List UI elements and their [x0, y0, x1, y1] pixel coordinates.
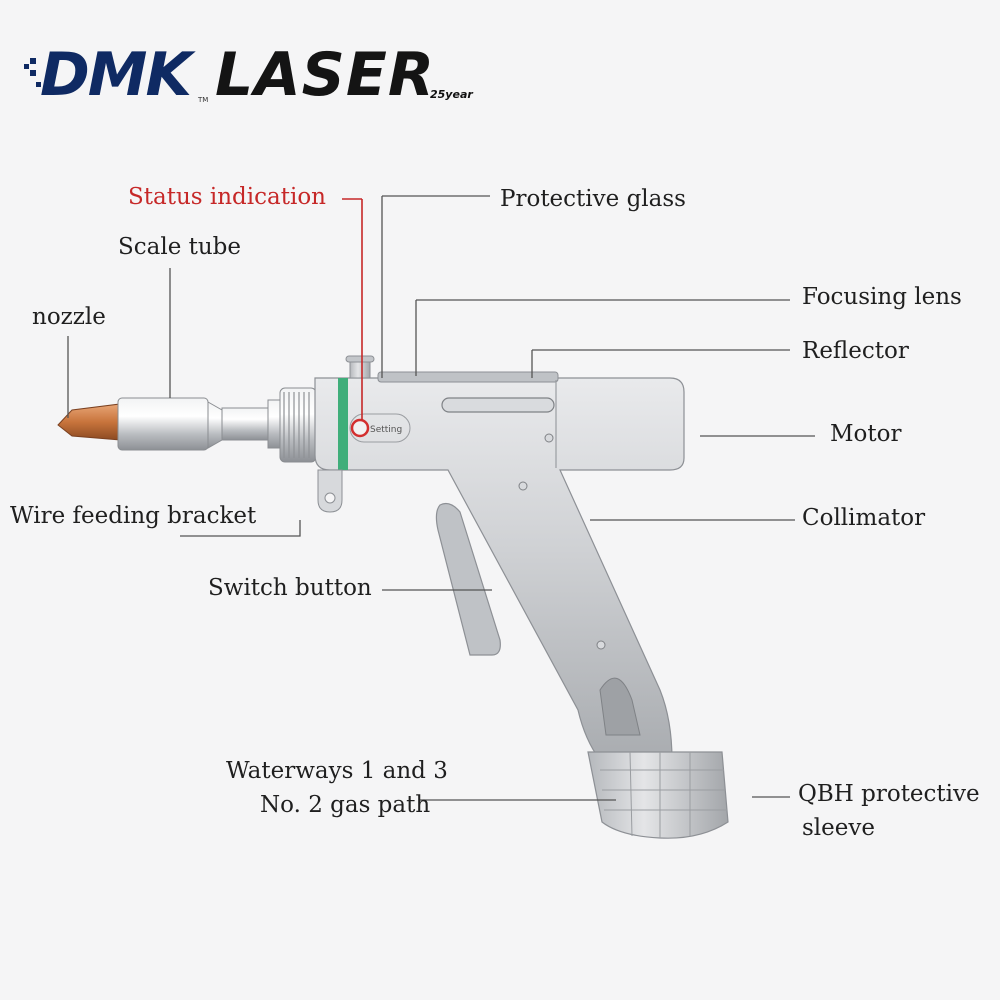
logo-product-text: LASER: [215, 40, 436, 110]
leader-status-indication: [342, 198, 363, 420]
label-status-indication: Status indication: [128, 184, 326, 210]
status-panel-text: Setting: [370, 425, 402, 435]
grip-window: [599, 677, 641, 736]
label-wire-feeding-bracket: Wire feeding bracket: [10, 503, 257, 529]
label-protective-glass: Protective glass: [500, 186, 686, 212]
top-knob: [349, 359, 371, 379]
screw: [518, 481, 528, 491]
status-ring: [338, 378, 348, 470]
label-focusing-lens: Focusing lens: [802, 284, 962, 310]
logo-trademark: TM: [198, 96, 209, 104]
label-qbh-line1: QBH protective: [798, 781, 980, 807]
top-ridge: [377, 371, 559, 383]
logo-pixel-mark: [36, 82, 41, 87]
logo-pixel-mark: [30, 70, 36, 76]
label-qbh-line2: sleeve: [802, 815, 875, 841]
switch-button: [435, 502, 501, 656]
screw: [596, 640, 606, 650]
top-knob-cap: [345, 355, 375, 363]
qbh-protective-sleeve: [587, 751, 729, 839]
label-nozzle: nozzle: [32, 304, 106, 330]
label-reflector: Reflector: [802, 338, 909, 364]
scale-tube-taper: [207, 401, 223, 449]
label-collimator: Collimator: [802, 505, 926, 531]
logo-brand-text: DMK: [40, 40, 192, 110]
leader-lines: [67, 195, 815, 801]
nozzle-shaft: [221, 407, 271, 441]
vent-slot: [441, 397, 555, 413]
label-waterways: Waterways 1 and 3: [226, 758, 448, 784]
knurl-lines: [283, 392, 310, 458]
nozzle-tip: [57, 403, 121, 441]
bracket-hole: [324, 492, 336, 504]
label-scale-tube: Scale tube: [118, 234, 242, 260]
label-motor: Motor: [830, 421, 902, 447]
scale-tube: [117, 397, 209, 451]
wire-feeding-bracket: [317, 469, 343, 513]
status-led: [350, 418, 370, 438]
label-gas-path: No. 2 gas path: [260, 792, 431, 818]
leader-wire-bracket: [180, 520, 301, 537]
logo-pixel-mark: [30, 58, 36, 64]
qbh-ridges: [600, 751, 727, 838]
logo-pixel-mark: [24, 64, 29, 69]
label-switch-button: Switch button: [208, 575, 372, 601]
locking-ring: [279, 387, 317, 463]
logo-tagline: 25year: [430, 88, 473, 101]
screw: [544, 433, 554, 443]
status-panel: [349, 413, 411, 443]
